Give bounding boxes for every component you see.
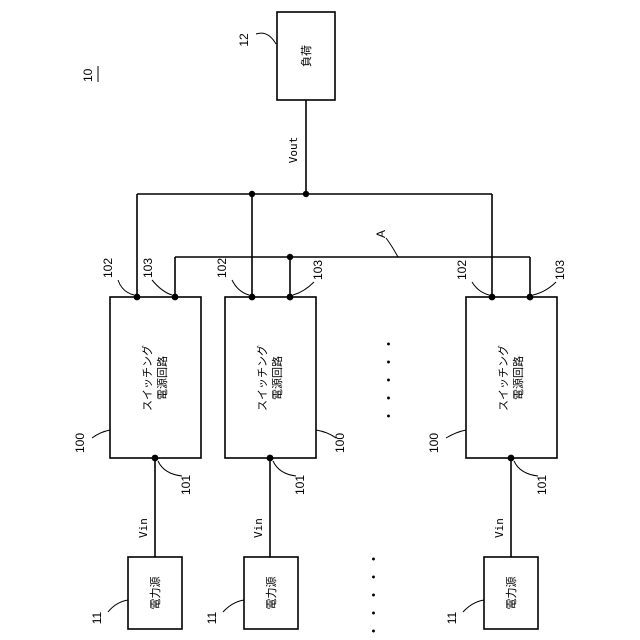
- converter-2-ctrl-terminal: [287, 294, 294, 301]
- converter-1-ref-ctrl: 103: [141, 258, 155, 278]
- load-label: 負荷: [300, 45, 313, 67]
- converter-3-ref-ctrl: 103: [553, 260, 567, 280]
- converter-2-ref-box: 100: [333, 433, 347, 453]
- load-ref-leader: [256, 33, 276, 44]
- converter-1-ref-in-leader: [158, 461, 182, 476]
- converter-3-ctrl-terminal: [527, 294, 534, 301]
- source-ellipsis: ・・・・・: [367, 548, 383, 638]
- converter-1-ctrl-terminal: [172, 294, 179, 301]
- power-source-3-ref: 11: [445, 611, 459, 624]
- converter-3-out-terminal: [489, 294, 496, 301]
- power-source-1-label: 電力源: [148, 577, 162, 610]
- vout-label: Vout: [287, 137, 300, 164]
- system-ref: 10: [81, 68, 95, 82]
- converter-2-ref-out: 102: [215, 258, 229, 278]
- converter-3-ref-out-leader: [472, 282, 489, 295]
- converter-2-line1: スイッチング: [255, 345, 269, 411]
- bus-junction-vout: [303, 191, 309, 197]
- converter-3-ref-out: 102: [455, 260, 469, 280]
- converter-1-line1: スイッチング: [140, 345, 154, 411]
- bus-junction-2: [249, 191, 255, 197]
- power-source-2-ref: 11: [205, 611, 219, 624]
- power-source-1-ref-leader: [108, 600, 128, 612]
- bus-a-leader: [386, 238, 398, 257]
- power-source-3-ref-leader: [463, 600, 484, 612]
- converter-1-out-terminal: [134, 294, 141, 301]
- converter-1-ref-ctrl-leader: [152, 280, 172, 295]
- converter-1-ref-out-leader: [118, 280, 134, 295]
- converter-2-ref-in: 101: [293, 475, 307, 495]
- converter-2-ref-in-leader: [273, 461, 296, 476]
- bus-a-label: A: [374, 230, 388, 238]
- power-source-2-label: 電力源: [264, 577, 278, 610]
- power-source-1-ref: 11: [90, 611, 104, 624]
- power-source-2-ref-leader: [223, 600, 244, 612]
- converter-2-out-terminal: [249, 294, 256, 301]
- converter-1-line2: 電源回路: [155, 356, 169, 400]
- converter-ellipsis: ・・・・・: [382, 333, 398, 423]
- converter-3-ref-in-leader: [514, 461, 538, 476]
- converter-3-ref-box: 100: [427, 433, 441, 453]
- converter-2-ref-ctrl: 103: [311, 260, 325, 280]
- ctrl-junction-2: [287, 254, 293, 260]
- load-ref: 12: [237, 33, 251, 47]
- converter-2-ref-out-leader: [232, 280, 249, 295]
- converter-1-ref-out: 102: [101, 258, 115, 278]
- converter-1-ref-in: 101: [179, 475, 193, 495]
- converter-3-line2: 電源回路: [511, 356, 525, 400]
- converter-3-line1: スイッチング: [496, 345, 510, 411]
- vin-label-1: Vin: [137, 518, 150, 538]
- converter-3-ref-box-leader: [446, 430, 466, 438]
- vin-label-2: Vin: [252, 518, 265, 538]
- vin-label-3: Vin: [493, 518, 506, 538]
- converter-1-ref-box-leader: [92, 430, 110, 438]
- converter-2-ref-ctrl-leader: [293, 282, 314, 295]
- power-source-3-label: 電力源: [504, 577, 518, 610]
- converter-2-line2: 電源回路: [270, 356, 284, 400]
- converter-3-ref-ctrl-leader: [533, 282, 556, 295]
- converter-1-ref-box: 100: [73, 433, 87, 453]
- converter-3-ref-in: 101: [535, 475, 549, 495]
